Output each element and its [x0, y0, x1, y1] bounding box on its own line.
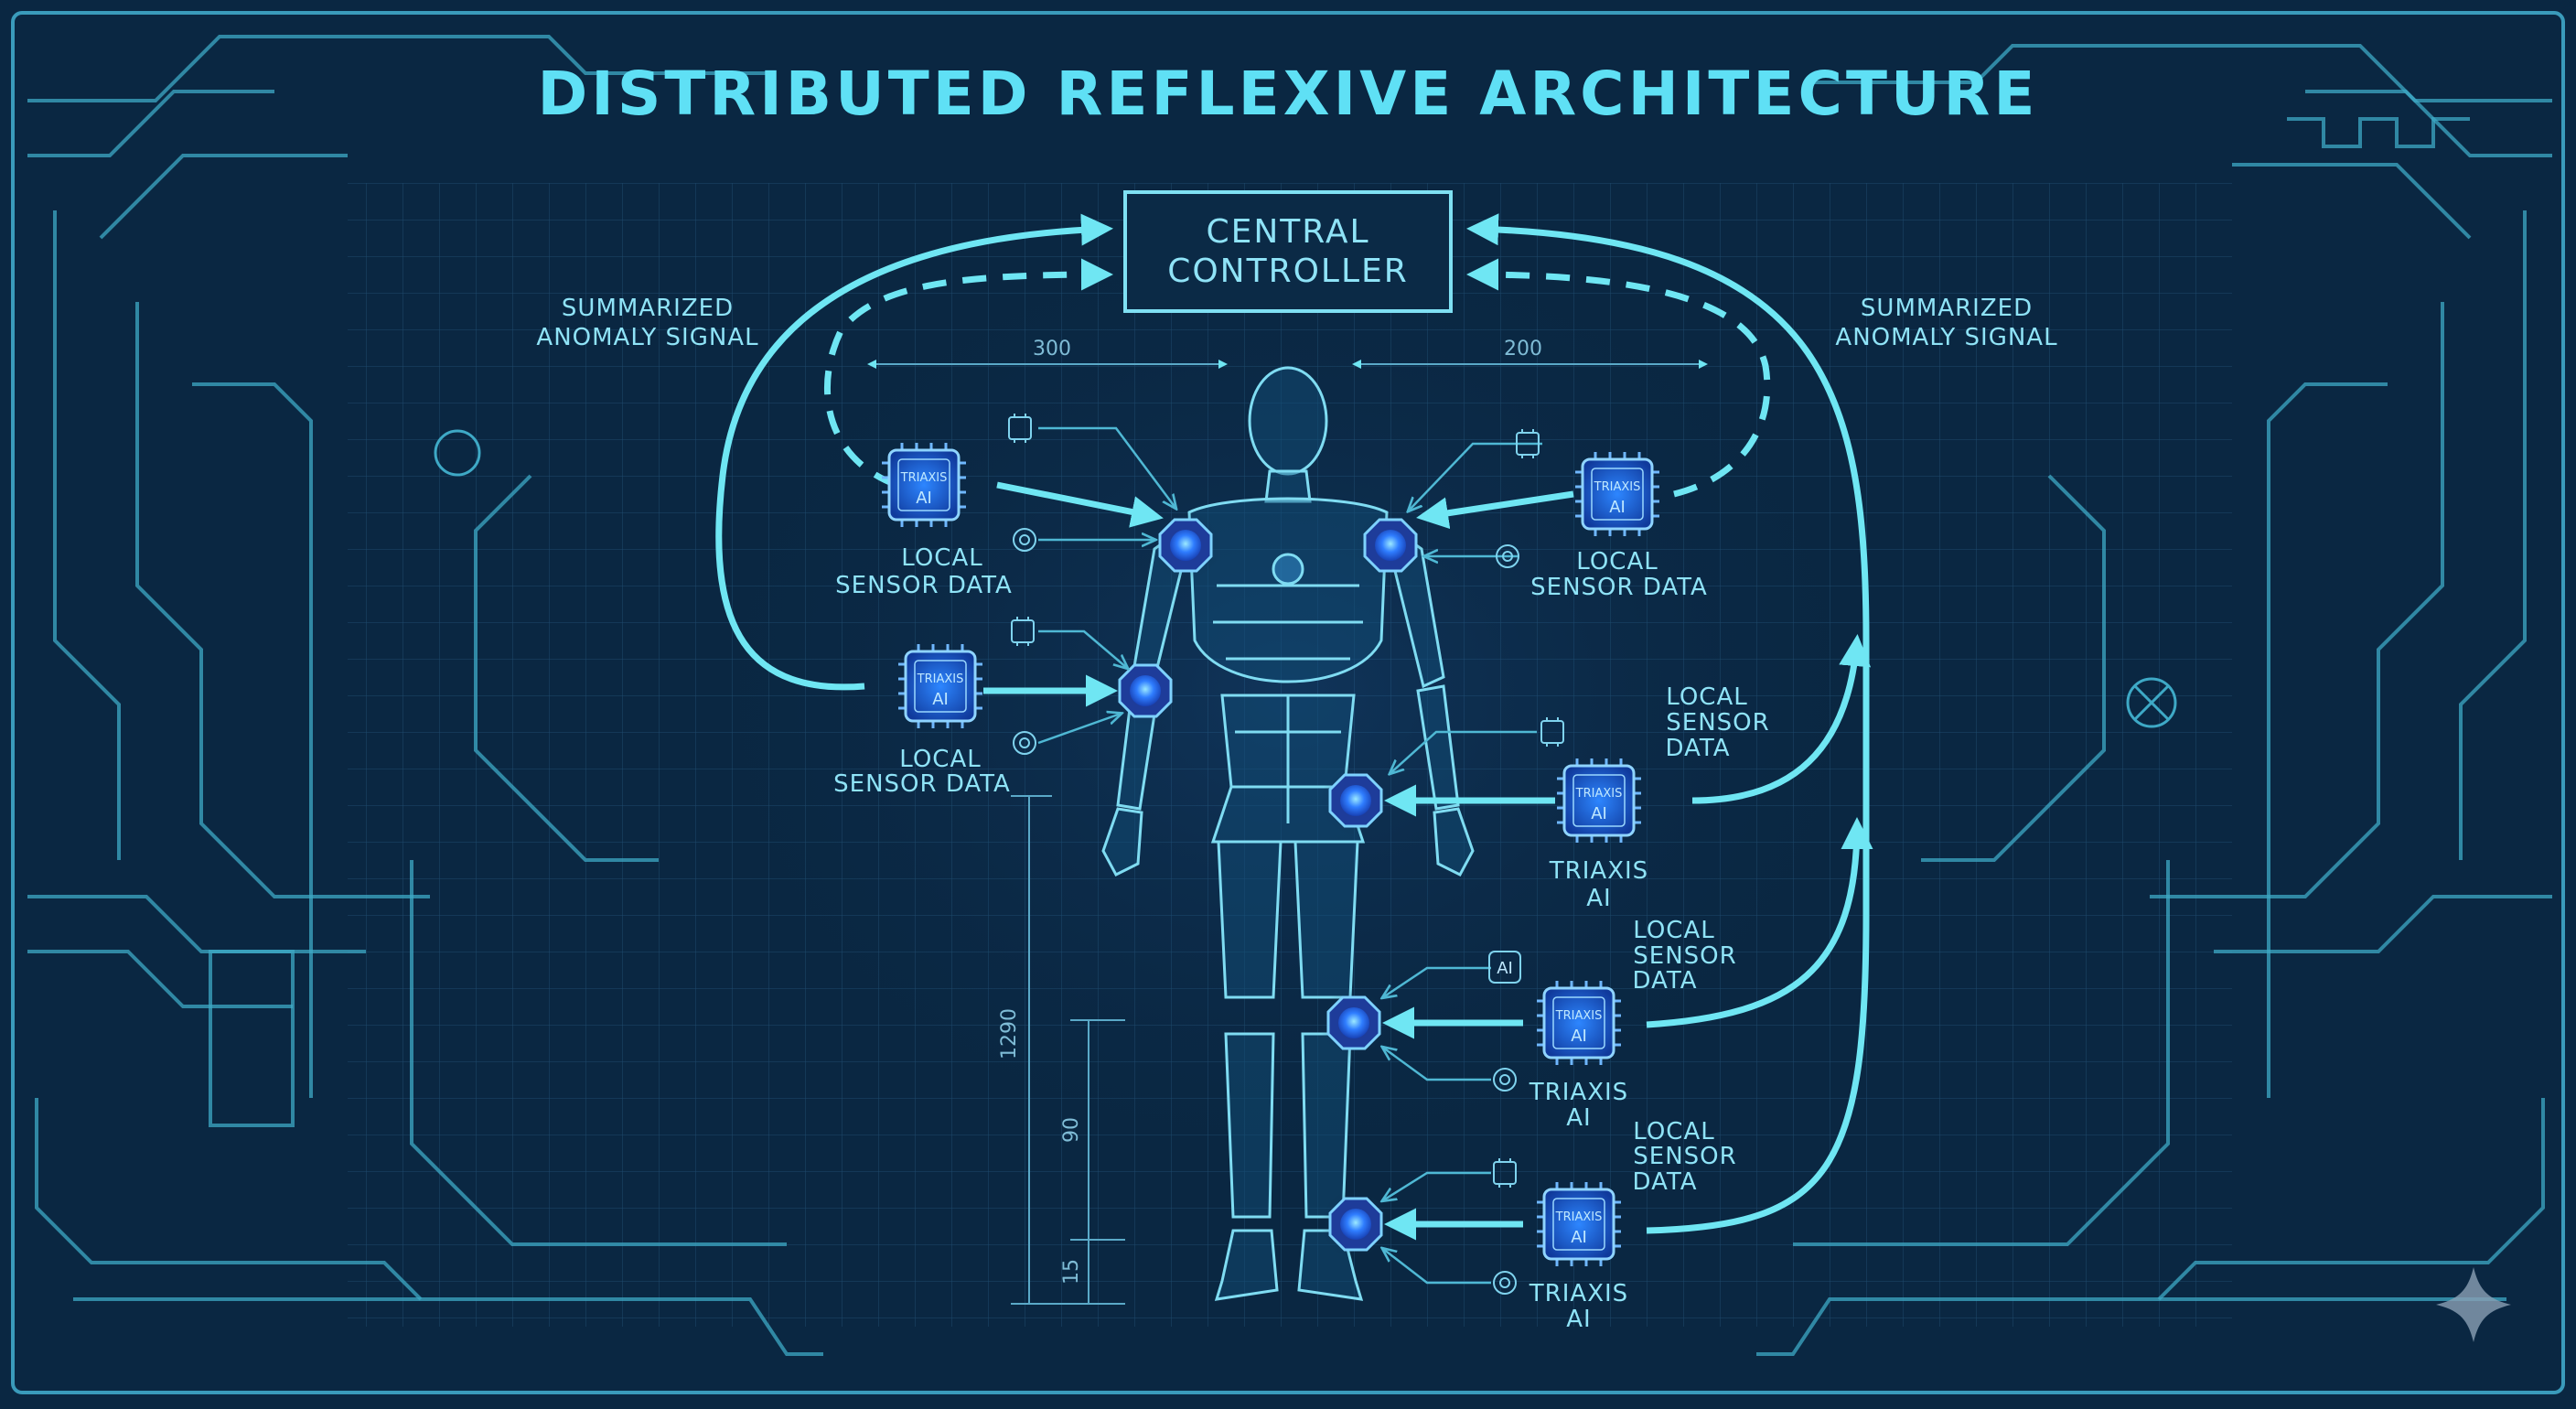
ai-label: AI: [1566, 1104, 1591, 1132]
data-label: DATA: [1666, 735, 1731, 762]
sensor-data-label: SENSOR DATA: [835, 572, 1013, 599]
triaxis-chip-right-knee: TRIAXIS AI: [1535, 979, 1623, 1067]
chip-brand: TRIAXIS: [1555, 1009, 1603, 1023]
triaxis-chip-right-ankle: TRIAXIS AI: [1535, 1180, 1623, 1268]
chip-ai: AI: [1571, 1027, 1587, 1046]
outer-frame: [11, 11, 2565, 1394]
dimension-300: 300: [1033, 338, 1071, 360]
joint-node-right-ankle: [1319, 1188, 1392, 1261]
local-label: LOCAL: [1633, 917, 1714, 944]
central-controller-label-1: CENTRAL: [1206, 213, 1369, 251]
triaxis-label: TRIAXIS: [1529, 1079, 1628, 1106]
chip-ai: AI: [932, 690, 949, 709]
sensor-label: SENSOR: [1666, 709, 1769, 737]
triaxis-chip-right-hip: TRIAXIS AI: [1555, 757, 1643, 844]
central-controller-box: [1123, 190, 1453, 313]
anomaly-signal-left-1: SUMMARIZED: [562, 295, 734, 322]
dimension-15: 15: [1060, 1259, 1083, 1285]
joint-node-left-shoulder: [1149, 509, 1222, 582]
circuit-traces: [27, 35, 2552, 1356]
data-label: DATA: [1633, 1168, 1698, 1196]
chip-brand: TRIAXIS: [900, 471, 948, 485]
local-label: LOCAL: [1633, 1118, 1714, 1145]
sensor-label: SENSOR: [1633, 1143, 1736, 1170]
dimension-200: 200: [1504, 338, 1542, 360]
anomaly-signal-right-1: SUMMARIZED: [1861, 295, 2033, 322]
triaxis-chip-left-elbow: TRIAXIS AI: [896, 642, 984, 730]
local-label: LOCAL: [899, 746, 981, 773]
data-label: DATA: [1633, 967, 1698, 995]
ai-label: AI: [1566, 1306, 1591, 1333]
central-controller-label-2: CONTROLLER: [1167, 253, 1409, 290]
signal-flows: [715, 213, 1873, 1234]
chip-brand: TRIAXIS: [917, 672, 964, 686]
anomaly-signal-right-2: ANOMALY SIGNAL: [1835, 324, 2057, 351]
joint-node-right-knee: [1317, 986, 1390, 1059]
local-label: LOCAL: [1666, 683, 1747, 711]
anomaly-signal-left-2: ANOMALY SIGNAL: [536, 324, 758, 351]
ai-badge-icon: AI: [1488, 951, 1521, 984]
chip-brand: TRIAXIS: [1594, 480, 1641, 494]
triaxis-label: TRIAXIS: [1549, 857, 1648, 885]
diagram-title: DISTRIBUTED REFLEXIVE ARCHITECTURE: [538, 59, 2039, 129]
triaxis-chip-left-shoulder: TRIAXIS AI: [880, 441, 968, 529]
local-label: LOCAL: [1576, 548, 1658, 575]
sensor-data-label: SENSOR DATA: [1530, 574, 1708, 601]
joint-node-left-elbow: [1109, 654, 1182, 727]
joint-node-right-hip: [1319, 764, 1392, 837]
chip-brand: TRIAXIS: [1555, 1210, 1603, 1224]
ai-badge-label: AI: [1497, 959, 1513, 978]
chip-ai: AI: [1571, 1228, 1587, 1247]
sensor-data-label: SENSOR DATA: [833, 770, 1011, 798]
dimension-lines: [867, 360, 1708, 1305]
chip-joint-arrows: [983, 481, 1574, 1241]
chip-brand: TRIAXIS: [1575, 787, 1623, 801]
sparkle-icon: [2436, 1267, 2511, 1342]
chip-ai: AI: [1591, 804, 1607, 823]
chip-ai: AI: [916, 489, 932, 508]
joint-node-right-shoulder: [1354, 509, 1427, 582]
sensor-label: SENSOR: [1633, 942, 1736, 970]
ai-label: AI: [1586, 885, 1611, 912]
dimension-90: 90: [1060, 1117, 1083, 1143]
triaxis-chip-right-shoulder: TRIAXIS AI: [1573, 450, 1661, 538]
triaxis-label: TRIAXIS: [1529, 1280, 1628, 1307]
chip-ai: AI: [1609, 498, 1626, 517]
local-label: LOCAL: [901, 544, 982, 572]
dimension-1290: 1290: [998, 1008, 1021, 1059]
sensor-wires: [1037, 426, 1542, 1285]
